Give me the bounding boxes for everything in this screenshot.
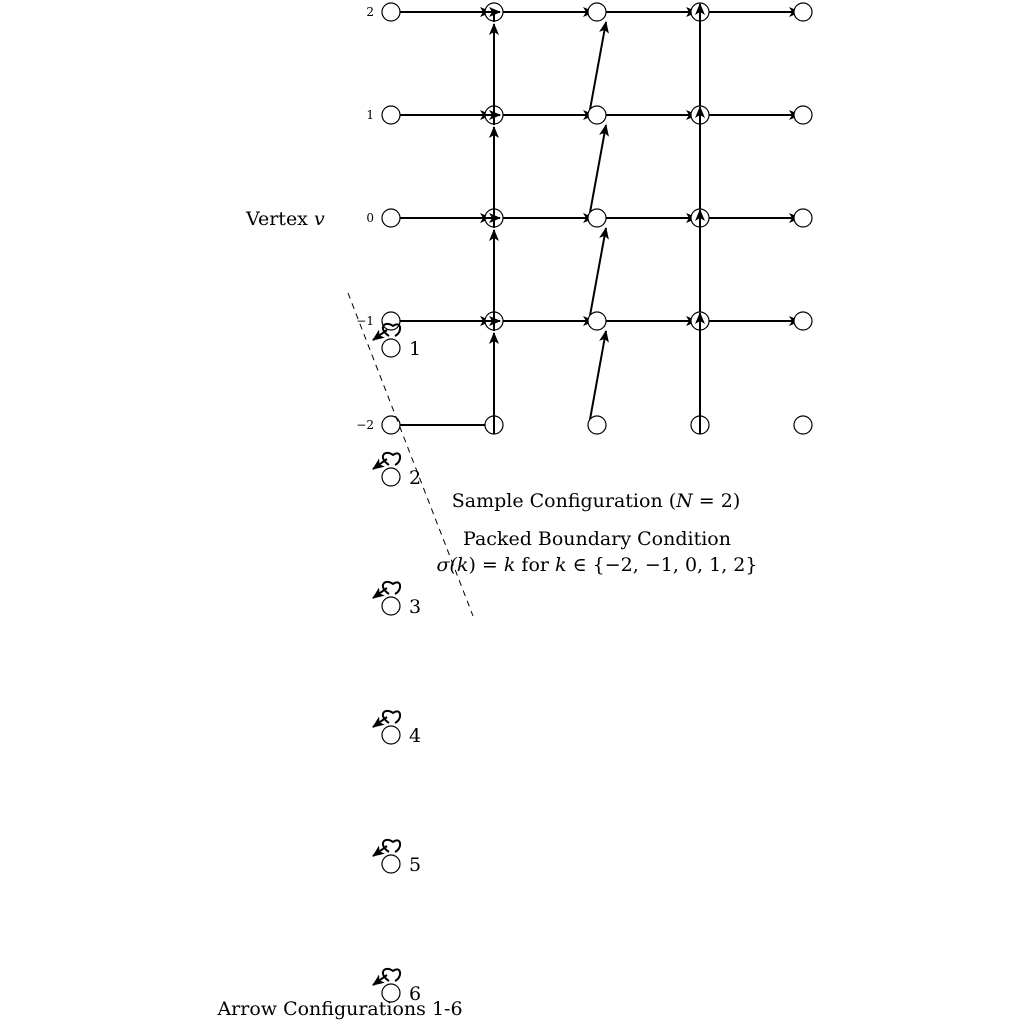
config-number: 6 bbox=[409, 983, 421, 1005]
arrow-configuration: 3 bbox=[373, 580, 421, 618]
row-label: −1 bbox=[356, 314, 374, 328]
node bbox=[381, 2, 401, 22]
arrow-configurations-title: Arrow Configurations 1-6 bbox=[216, 998, 462, 1020]
node bbox=[587, 208, 607, 228]
node bbox=[793, 208, 813, 228]
config-number: 2 bbox=[409, 467, 421, 489]
vertex-label: Vertex v bbox=[245, 208, 325, 230]
row-labels: 2 1 0 −1 −2 bbox=[356, 5, 374, 432]
node bbox=[793, 2, 813, 22]
arrow-configuration: 6 bbox=[373, 967, 421, 1005]
row-label: 2 bbox=[366, 5, 374, 19]
arrow-configuration: 2 bbox=[373, 451, 421, 489]
sample-configuration-caption: Sample Configuration (N = 2) bbox=[452, 490, 741, 512]
node bbox=[587, 311, 607, 331]
node bbox=[381, 105, 401, 125]
node bbox=[381, 208, 401, 228]
arrow-configurations: 1 2 3 4 5 6 bbox=[373, 322, 421, 1005]
config-number: 1 bbox=[409, 338, 421, 360]
row-label: 0 bbox=[366, 211, 374, 225]
node bbox=[793, 105, 813, 125]
config-number: 4 bbox=[409, 725, 421, 747]
node bbox=[793, 311, 813, 331]
node bbox=[587, 105, 607, 125]
boundary-condition-formula: σ(k) = k for k ∈ {−2, −1, 0, 1, 2} bbox=[437, 554, 758, 576]
arrow-configuration: 4 bbox=[373, 709, 421, 747]
arrow-heads-overlay bbox=[470, 3, 705, 434]
boundary-condition-title: Packed Boundary Condition bbox=[463, 528, 731, 550]
node bbox=[793, 415, 813, 435]
node bbox=[381, 415, 401, 435]
node bbox=[381, 311, 401, 331]
node bbox=[587, 2, 607, 22]
row-label: 1 bbox=[366, 108, 374, 122]
node bbox=[587, 415, 607, 435]
arrow-configuration: 5 bbox=[373, 838, 421, 876]
row-label: −2 bbox=[356, 418, 374, 432]
config-number: 3 bbox=[409, 596, 421, 618]
arrow-configuration: 1 bbox=[373, 322, 421, 360]
config-number: 5 bbox=[409, 854, 421, 876]
